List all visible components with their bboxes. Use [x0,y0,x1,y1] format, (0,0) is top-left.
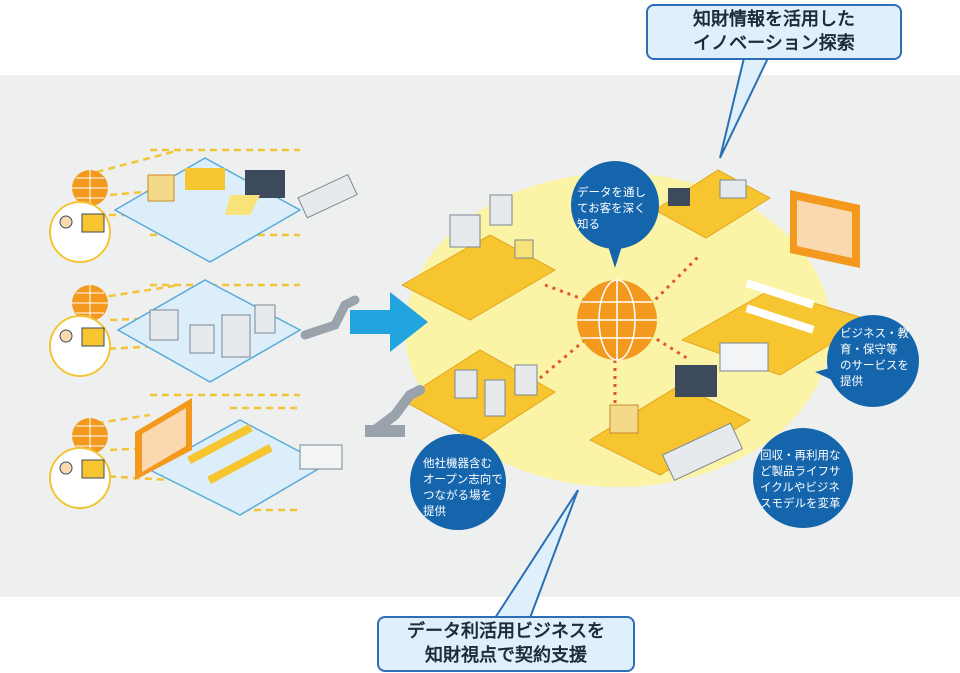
platform-classroom [680,190,872,376]
right-arrow-icon [350,292,428,352]
callout-bottom: データ利活用ビジネスを 知財視点で契約支援 [377,616,635,672]
bubble-recycle-text: 回収・再利用な ど製品ライフサ イクルやビジネ スモデルを変革 [760,447,841,511]
platform-workstation [654,169,771,239]
bubble-services-text: ビジネス・教 育・保守等 のサービスを 提供 [840,325,909,389]
globe-icon [577,279,657,361]
bubble-line: 回収・再利用な [760,448,841,462]
bubble-line: スモデルを変革 [760,496,841,510]
callout-bottom-line2: 知財視点で契約支援 [425,645,587,666]
platform-printing [588,365,752,481]
bubble-recycle [753,428,853,528]
bubble-open-text: 他社機器含む オープン志向で つながる場を 提供 [423,455,503,519]
platform-office [400,194,557,321]
bubble-line: 育・保守等 [840,342,898,356]
bubble-line: データを通し [577,185,646,199]
callout-top: 知財情報を活用した イノベーション探索 [646,4,902,60]
bubble-line: 他社機器含む [423,456,492,470]
bubble-line: 提供 [840,374,863,388]
bubble-line: オープン志向で [423,472,503,486]
bubble-line: ビジネス・教 [840,326,909,340]
room-office [113,157,358,263]
bubble-open [410,434,506,530]
bubble-line: ど製品ライフサ [760,464,841,478]
room-classroom [135,398,343,516]
bubble-line: 知る [577,217,600,231]
platform-factory [365,349,556,443]
globe-icon [72,170,108,454]
callout-top-line1: 知財情報を活用した [693,9,855,30]
room-factory [116,279,360,383]
bubble-services [815,315,919,407]
bubble-customer-text: データを通し てお客を深く 知る [577,184,646,232]
bubble-line: のサービスを [840,358,909,372]
hub-dotted-lines [539,253,702,410]
callout-bottom-line1: データ利活用ビジネスを [407,621,605,642]
bubble-customer [571,161,659,268]
bubble-line: イクルやビジネ [760,480,840,494]
bubble-line: 提供 [423,504,446,518]
callout-top-line2: イノベーション探索 [693,33,855,54]
person-at-monitor-icon [49,201,111,509]
bubble-line: つながる場を [423,488,492,502]
bubble-line: てお客を深く [577,201,646,215]
